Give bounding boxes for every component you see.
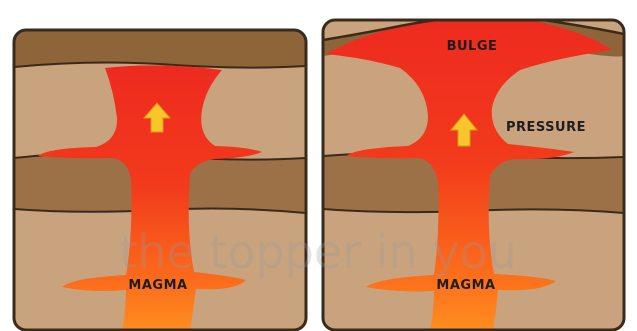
- magma-label-left: MAGMA: [128, 278, 187, 293]
- left-panel: MAGMA: [14, 30, 306, 331]
- pressure-label: PRESSURE: [506, 120, 586, 135]
- magma-label-right: MAGMA: [436, 278, 495, 293]
- watermark-text: the topper in you: [119, 225, 517, 279]
- bulge-label: BULGE: [447, 39, 498, 54]
- right-panel: BULGE PRESSURE MAGMA: [323, 16, 624, 331]
- top-crust-layer: [14, 30, 306, 68]
